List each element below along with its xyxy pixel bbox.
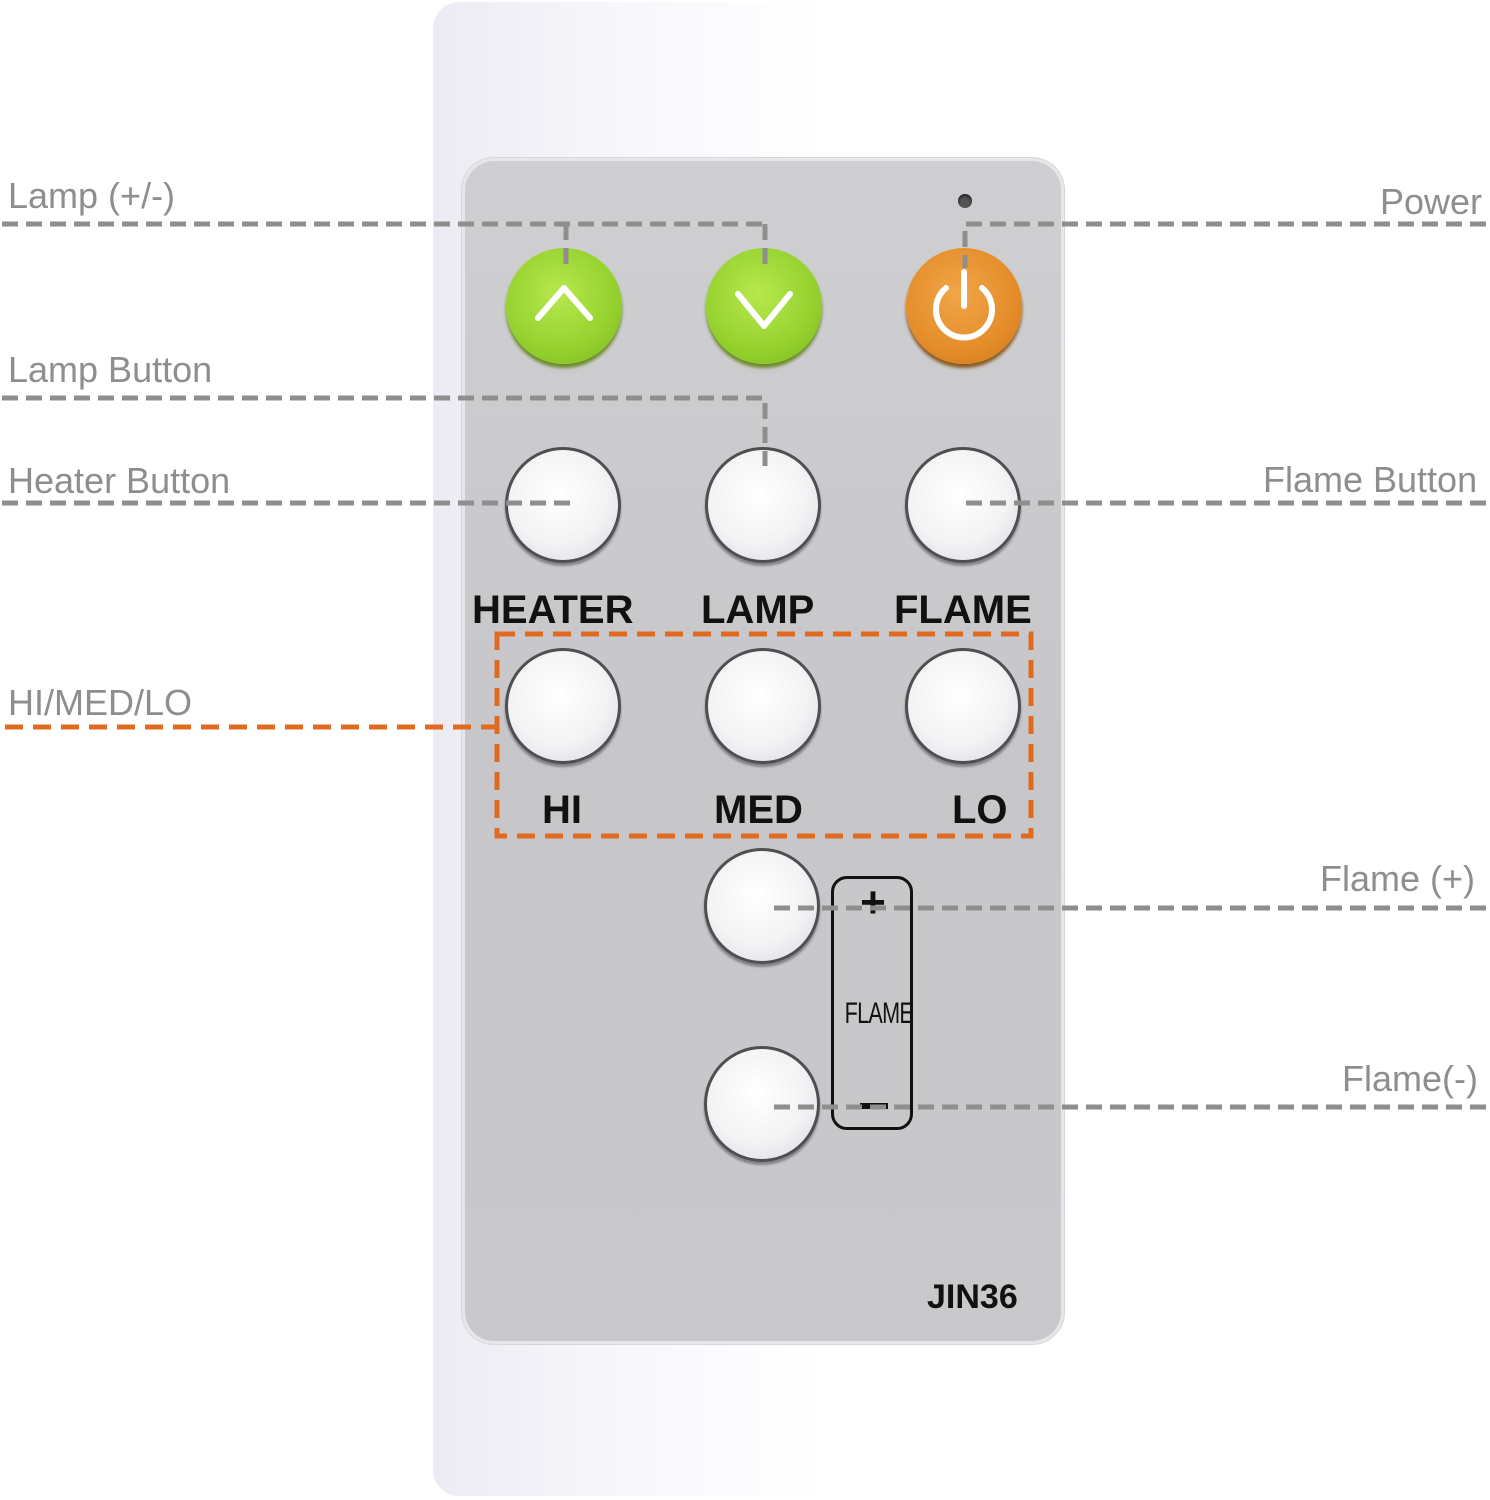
lamp-plus-minus-annotation: Lamp (+/-) bbox=[8, 175, 176, 216]
flame-adjust-label: FLAME bbox=[844, 997, 914, 1030]
flame-button[interactable] bbox=[905, 447, 1021, 563]
lo-button[interactable] bbox=[905, 648, 1021, 764]
med-label: MED bbox=[714, 788, 803, 832]
chevron-down-icon bbox=[735, 291, 793, 329]
plus-icon: + bbox=[860, 878, 886, 927]
heater-button[interactable] bbox=[505, 447, 621, 563]
lamp-up-button[interactable] bbox=[506, 248, 622, 364]
flame-label: FLAME bbox=[894, 588, 1032, 632]
lo-label: LO bbox=[952, 788, 1008, 832]
flame-adjust-bracket: + FLAME bbox=[831, 876, 914, 1130]
flame-plus-button[interactable] bbox=[704, 848, 820, 964]
hi-med-lo-annotation: HI/MED/LO bbox=[8, 682, 193, 723]
power-icon bbox=[933, 269, 995, 341]
med-button[interactable] bbox=[705, 648, 821, 764]
lamp-button-annotation: Lamp Button bbox=[8, 349, 213, 390]
hi-button[interactable] bbox=[505, 648, 621, 764]
power-button[interactable] bbox=[906, 248, 1022, 364]
flame-plus-annotation: Flame (+) bbox=[1320, 858, 1476, 899]
chevron-up-icon bbox=[535, 285, 593, 321]
power-annotation: Power bbox=[1380, 181, 1483, 222]
indicator-led bbox=[958, 194, 972, 208]
hi-label: HI bbox=[542, 788, 582, 832]
model-number: JIN36 bbox=[927, 1278, 1018, 1316]
flame-minus-button[interactable] bbox=[704, 1046, 820, 1162]
lamp-label: LAMP bbox=[701, 588, 815, 632]
flame-minus-annotation: Flame(-) bbox=[1342, 1058, 1478, 1099]
flame-button-annotation: Flame Button bbox=[1263, 459, 1478, 500]
heater-button-annotation: Heater Button bbox=[8, 460, 231, 501]
heater-label: HEATER bbox=[472, 588, 634, 632]
minus-icon bbox=[860, 1103, 888, 1109]
lamp-button[interactable] bbox=[705, 447, 821, 563]
lamp-down-button[interactable] bbox=[706, 248, 822, 364]
